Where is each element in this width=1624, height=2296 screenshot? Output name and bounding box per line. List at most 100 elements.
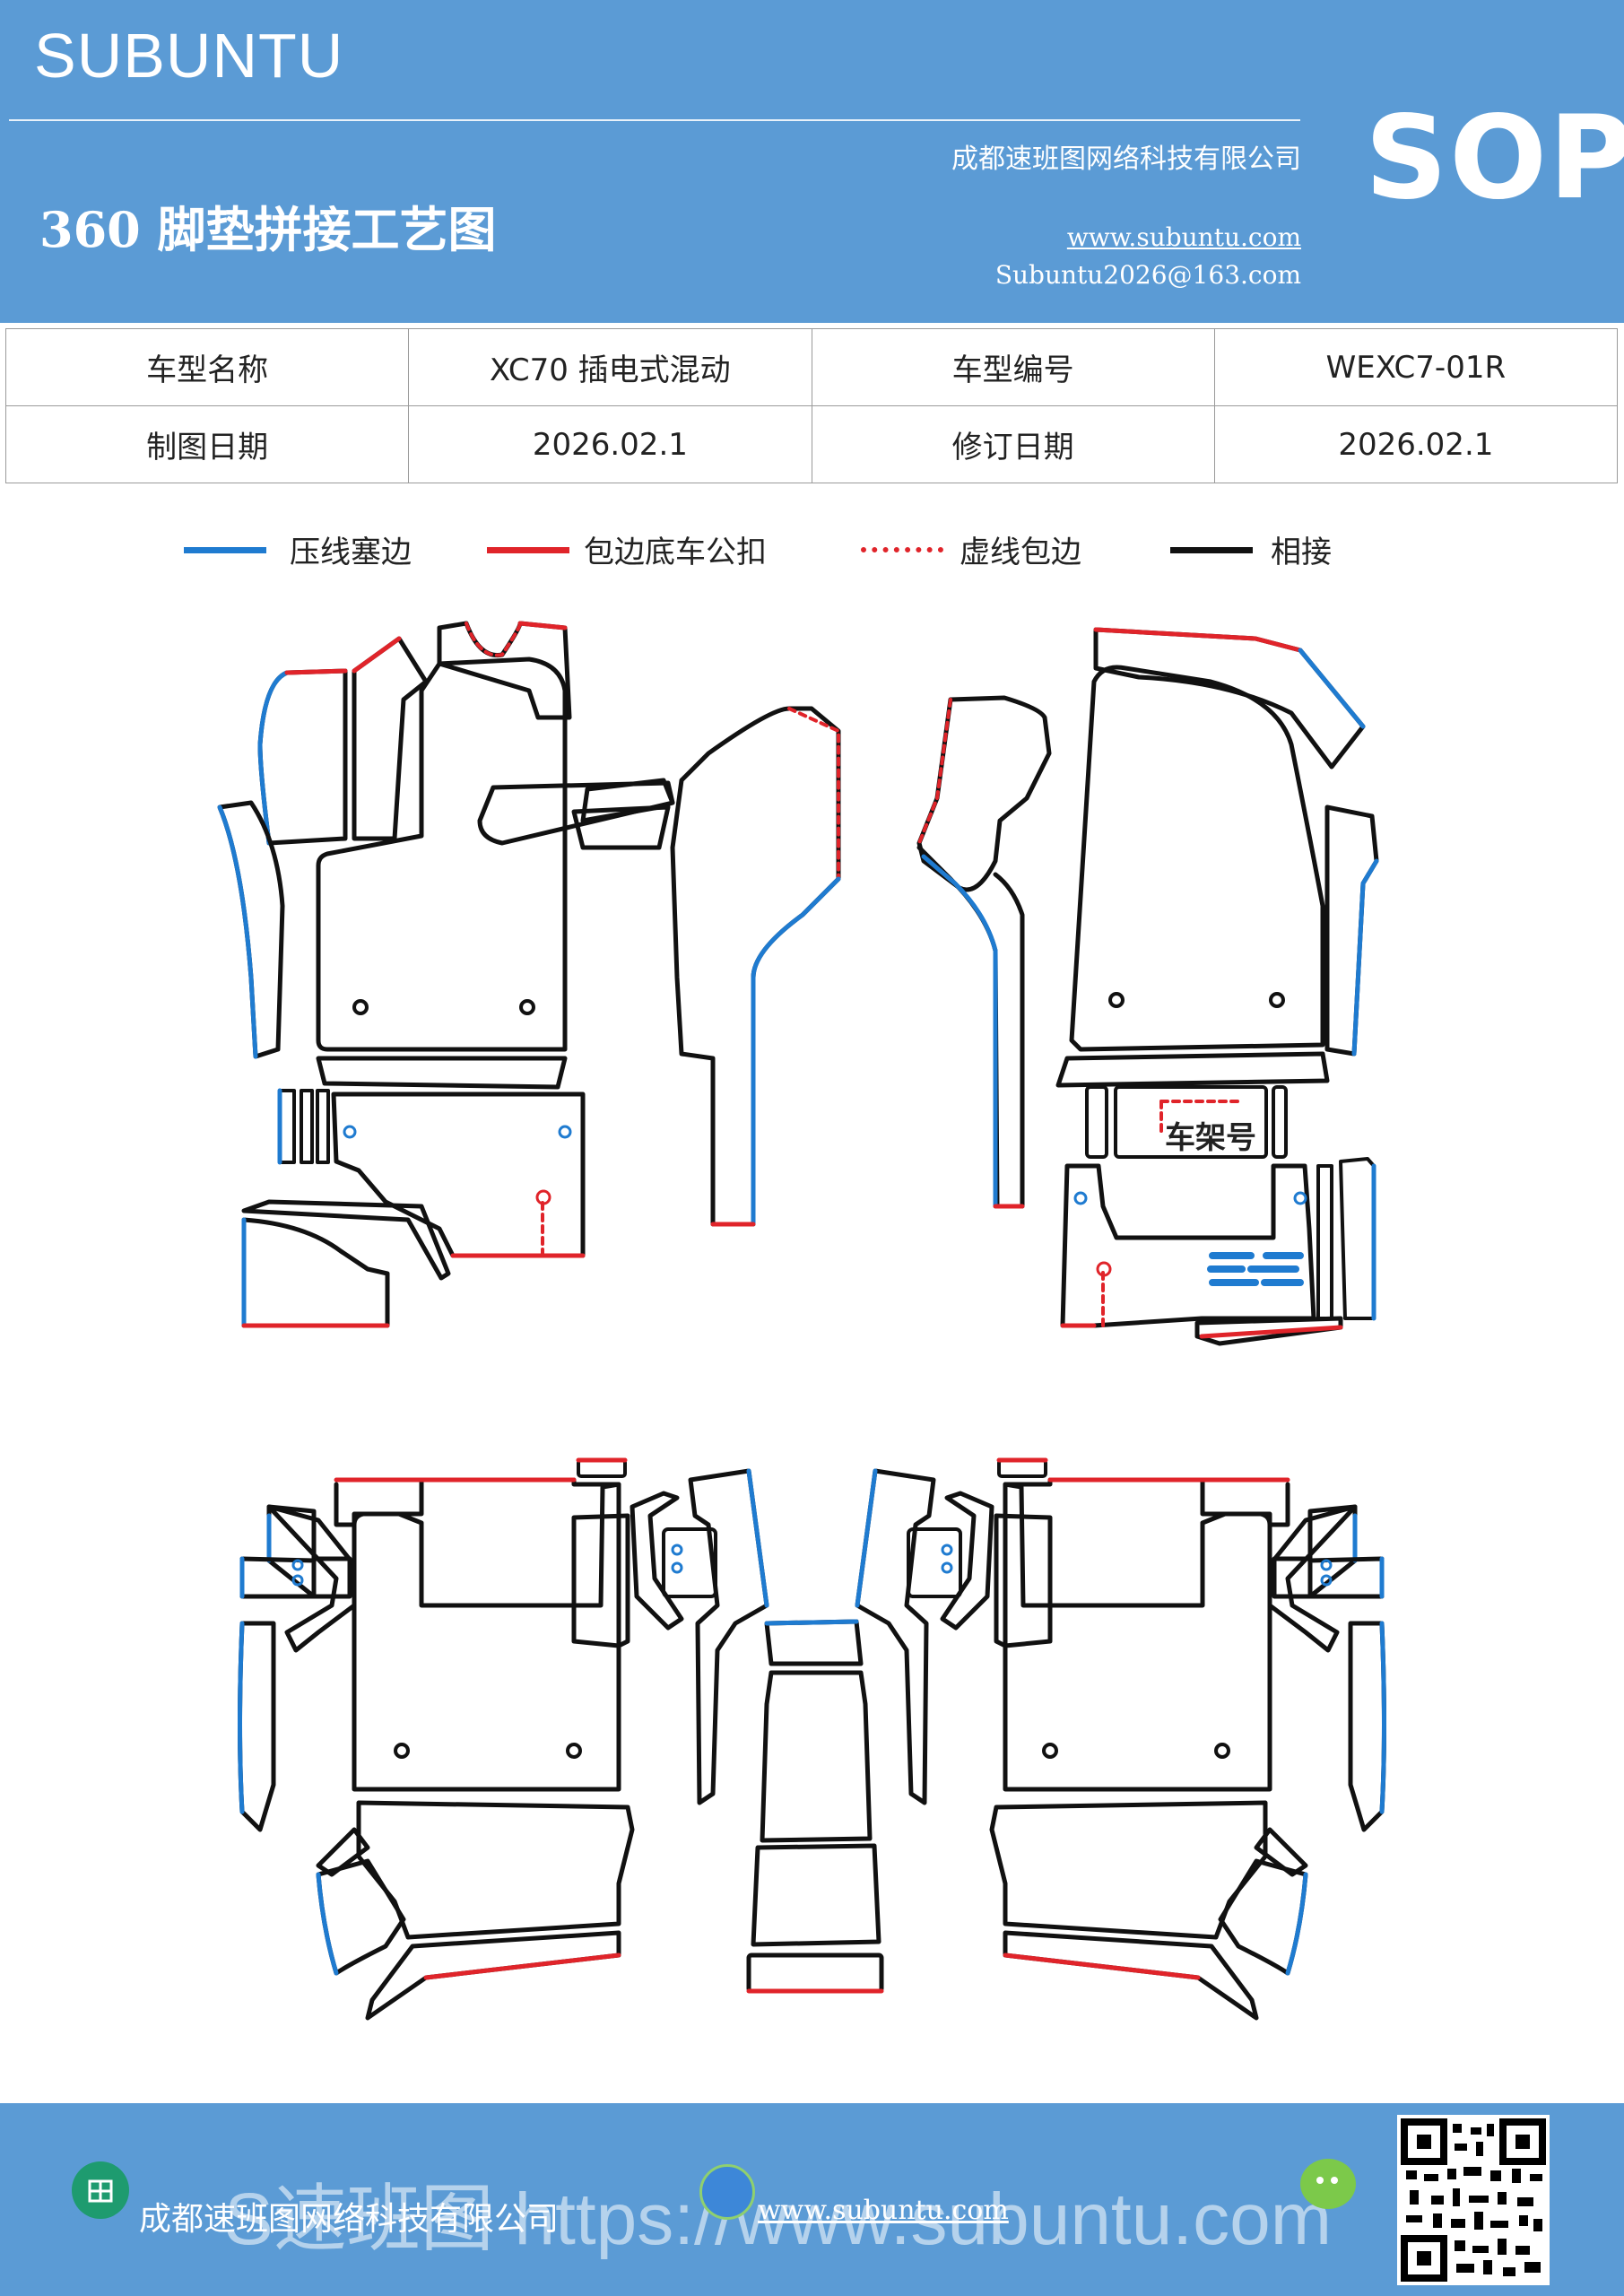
clip-hole bbox=[1042, 1743, 1058, 1759]
blue-press-edge bbox=[1351, 858, 1379, 1057]
email-address[interactable]: Subuntu2026@163.com bbox=[994, 260, 1301, 290]
rear-right-sill-rail bbox=[1003, 1930, 1259, 2021]
blue-press-edge bbox=[751, 876, 841, 1227]
brand-name: SUBUNTU bbox=[34, 21, 344, 91]
legend-label: 虚线包边 bbox=[960, 535, 1081, 570]
header-banner: SUBUNTU 360 脚垫拼接工艺图 成都速班图网络科技有限公司 www.su… bbox=[0, 0, 1624, 323]
driver-strip-mat bbox=[316, 1056, 568, 1090]
legend-label: 相接 bbox=[1271, 535, 1332, 570]
driver-lower-mat bbox=[331, 1091, 586, 1258]
right-sill-rail bbox=[1194, 1316, 1343, 1346]
rear-left-hump-panel bbox=[630, 1491, 684, 1631]
document-title: 360 脚垫拼接工艺图 bbox=[39, 201, 497, 258]
legend-swatch-black bbox=[1170, 547, 1253, 553]
revision-date-value: 2026.02.1 bbox=[1213, 405, 1619, 483]
center-bottom-strip bbox=[746, 1952, 884, 1994]
red-hem-edge bbox=[423, 1952, 621, 1980]
center-lower-mat bbox=[751, 1843, 881, 1947]
model-code-label: 车型编号 bbox=[811, 328, 1215, 406]
footer-banner: S速班图 https://www.subuntu.com 成都速班图网络科技有限… bbox=[0, 2103, 1624, 2296]
footer-website-link[interactable]: www.subuntu.com bbox=[758, 2195, 1009, 2226]
table-row: 车型名称 XC70 插电式混动 车型编号 WEXC7-01R bbox=[4, 328, 1619, 406]
blue-clip bbox=[291, 1574, 304, 1587]
frame-number-window bbox=[1114, 1085, 1268, 1159]
company-icon bbox=[72, 2161, 129, 2219]
red-clip-circle bbox=[535, 1189, 551, 1205]
blue-press-edge bbox=[316, 1872, 339, 1976]
rear-left-main-mat bbox=[352, 1482, 621, 1792]
blue-press-edge bbox=[764, 1619, 859, 1626]
rear-right-hump-window bbox=[907, 1527, 962, 1598]
blue-clip bbox=[1073, 1191, 1088, 1205]
small-tab bbox=[577, 1458, 627, 1478]
legend-swatch-red bbox=[487, 547, 569, 553]
rear-left-sill-rail bbox=[365, 1930, 621, 2021]
sill-strip bbox=[316, 1089, 330, 1164]
pedal-notch bbox=[580, 778, 675, 823]
blue-press-edge bbox=[921, 854, 998, 1209]
center-main-mat bbox=[760, 1670, 873, 1843]
blue-press-edge bbox=[855, 1468, 878, 1608]
left-a-pillar-panel bbox=[352, 636, 429, 841]
rear-left-hump-window bbox=[662, 1527, 717, 1598]
blue-press-edge bbox=[238, 1621, 245, 1814]
footer-company-name: 成都速班图网络科技有限公司 bbox=[139, 2201, 560, 2238]
website-link[interactable]: www.subuntu.com bbox=[1066, 222, 1301, 252]
red-hem-edge bbox=[1003, 1952, 1201, 1980]
revision-date-label: 修订日期 bbox=[811, 405, 1215, 483]
rear-left-door-sill bbox=[238, 1621, 276, 1832]
qr-code bbox=[1397, 2115, 1550, 2285]
frame-strip bbox=[1085, 1085, 1108, 1159]
red-dashed-edge bbox=[787, 707, 840, 881]
blue-clip bbox=[558, 1125, 572, 1139]
red-hem-edge bbox=[284, 668, 348, 675]
right-sill-strip bbox=[1339, 1157, 1376, 1320]
red-hem-edge bbox=[1199, 1325, 1343, 1339]
table-row: 制图日期 2026.02.1 修订日期 2026.02.1 bbox=[4, 405, 1619, 483]
rear-right-hump-panel bbox=[940, 1491, 994, 1631]
blue-clip bbox=[941, 1544, 953, 1556]
legend-label: 包边底车公扣 bbox=[584, 535, 767, 570]
left-side-panel bbox=[257, 668, 348, 846]
globe-icon bbox=[699, 2164, 755, 2220]
center-top-mat bbox=[764, 1619, 864, 1666]
rear-right-main-mat bbox=[1003, 1482, 1272, 1792]
legend-swatch-blue bbox=[184, 547, 266, 553]
clip-hole bbox=[394, 1743, 410, 1759]
blue-clip bbox=[1320, 1559, 1333, 1571]
red-hem-edge bbox=[1093, 627, 1303, 653]
blue-clip bbox=[1293, 1191, 1307, 1205]
line-legend: 压线塞边 包边底车公扣 虚线包边 相接 bbox=[0, 518, 1624, 572]
rear-right-arm bbox=[1267, 1504, 1358, 1653]
draw-date-label: 制图日期 bbox=[4, 405, 410, 483]
blue-press-edge bbox=[217, 804, 258, 1059]
blue-clip bbox=[941, 1561, 953, 1574]
blue-clip bbox=[291, 1559, 304, 1571]
footer-watermark: S速班图 https://www.subuntu.com bbox=[224, 2179, 1333, 2260]
pedal-lower bbox=[571, 804, 671, 850]
rear-left-top-edge bbox=[334, 1477, 621, 1527]
rear-right-inner-panel bbox=[994, 1513, 1053, 1648]
frame-number-label: 车架号 bbox=[1165, 1120, 1256, 1156]
red-dashed-edge bbox=[917, 698, 952, 845]
clip-hole bbox=[352, 999, 369, 1015]
clip-hole bbox=[1214, 1743, 1230, 1759]
floor-mat-diagram: 车架号 bbox=[217, 621, 1386, 2021]
small-tab bbox=[997, 1458, 1047, 1478]
red-dashed-edge bbox=[465, 622, 522, 657]
red-hem-edge bbox=[517, 621, 568, 631]
passenger-strip-mat bbox=[1055, 1051, 1330, 1088]
blue-press-edge bbox=[1298, 648, 1366, 729]
driver-main-mat bbox=[316, 657, 568, 1052]
red-hem-edge bbox=[352, 636, 402, 674]
rear-left-arm bbox=[266, 1504, 357, 1653]
company-name: 成都速班图网络科技有限公司 bbox=[951, 144, 1301, 175]
model-name-value: XC70 插电式混动 bbox=[408, 328, 812, 406]
right-door-sill bbox=[1324, 804, 1379, 1057]
clip-hole bbox=[1108, 992, 1125, 1008]
blue-press-edge bbox=[1379, 1621, 1386, 1814]
blue-press-edge bbox=[1285, 1872, 1308, 1976]
draw-date-value: 2026.02.1 bbox=[408, 405, 812, 483]
blue-press-edge bbox=[746, 1468, 769, 1608]
right-sill-strip bbox=[1316, 1164, 1333, 1320]
